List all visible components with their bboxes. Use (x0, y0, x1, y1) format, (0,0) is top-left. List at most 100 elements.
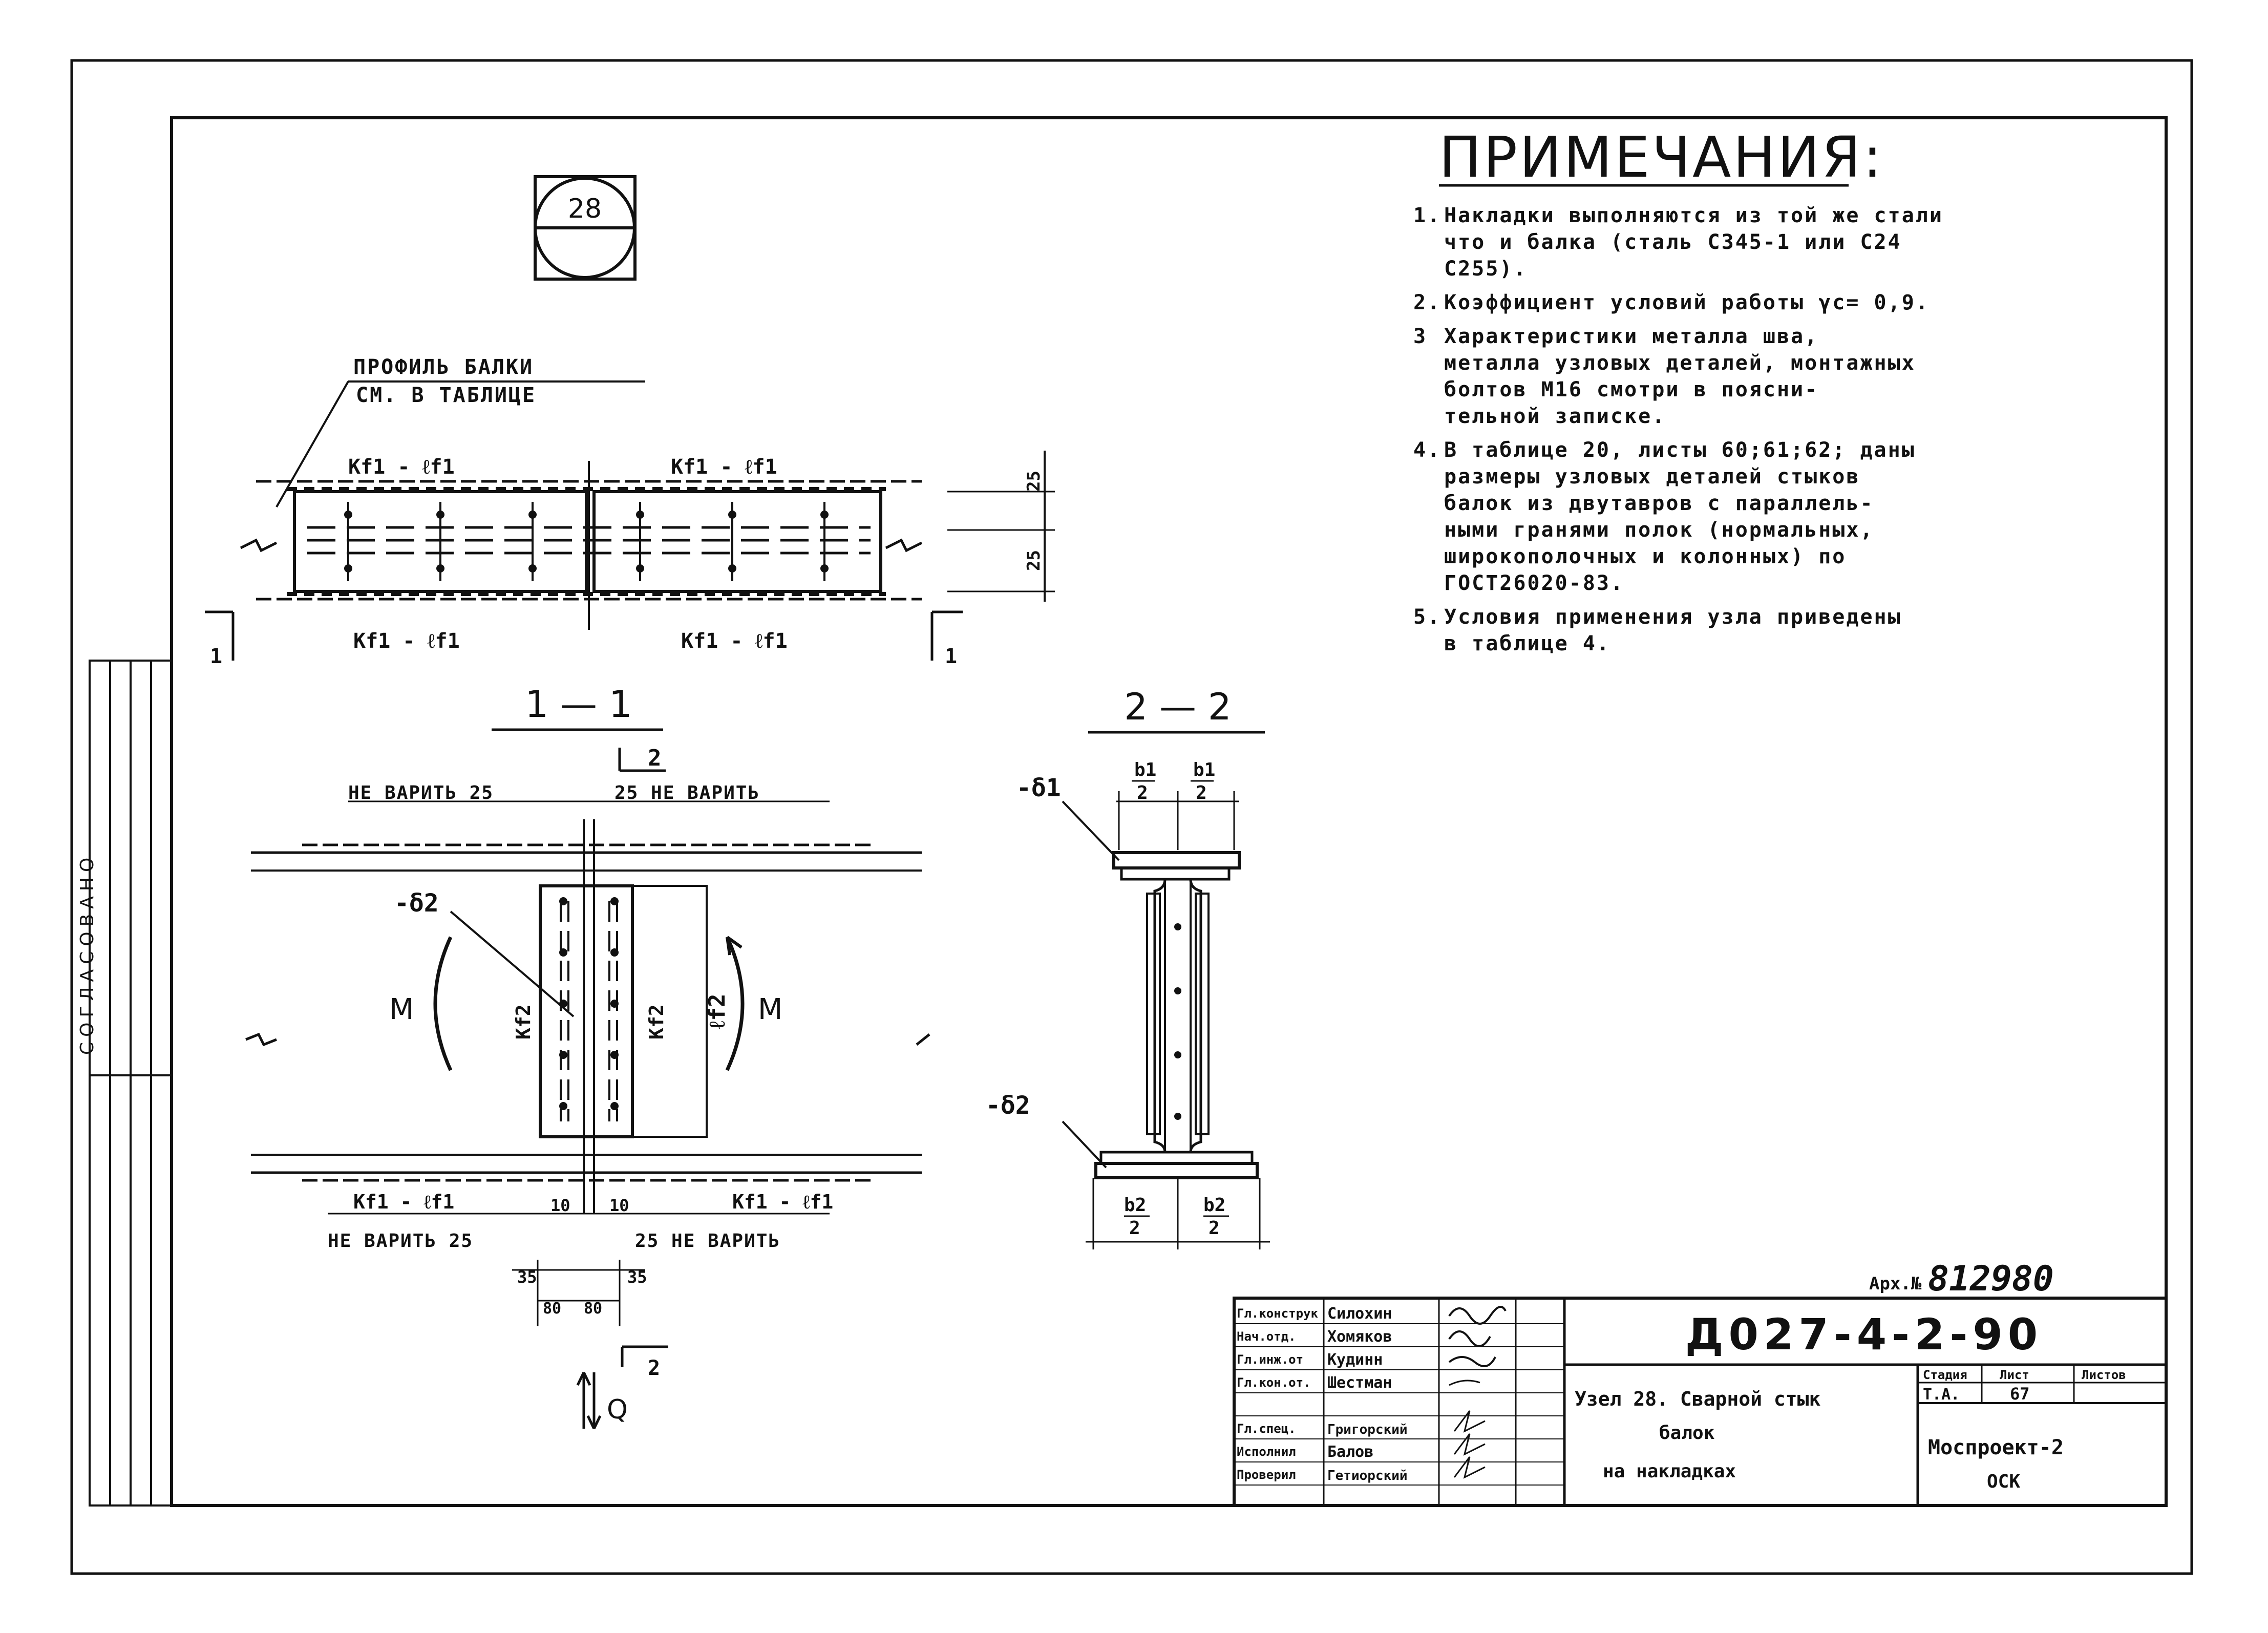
no-weld-left: НЕ ВАРИТЬ 25 (348, 782, 494, 803)
note-line: широкополочных и колонных) по (1444, 545, 1847, 568)
note-line: размеры узловых деталей стыков (1444, 465, 1860, 489)
archive-label: Арх.№ (1869, 1274, 1922, 1294)
dim-25-top: 25 (1024, 471, 1044, 492)
note-number: 4. (1413, 438, 1442, 462)
note-text: В таблице 20, листы 60;61;62; даны разме… (1444, 437, 1916, 597)
note-number: 3 (1413, 325, 1428, 348)
note-line: ГОСТ26020-83. (1444, 571, 1625, 595)
weld-bot-left-section: Kf1 - ℓf1 (353, 1191, 454, 1213)
note-line: тельной записке. (1444, 405, 1666, 428)
stage-value: Т.А. (1923, 1386, 1960, 1404)
role-7: Исполнил (1237, 1445, 1296, 1459)
b2-numerator-left: b2 (1124, 1195, 1146, 1216)
note-line: Накладки выполняются из той же стали (1444, 204, 1943, 227)
note-line: Условия применения узла приведены (1444, 605, 1902, 629)
weld-lf2: ℓf2 (704, 994, 730, 1029)
approval-label: СОГЛАСОВАНО (77, 853, 98, 1055)
name-8: Гетиорский (1327, 1468, 1408, 1483)
moment-right: M (758, 993, 782, 1026)
note-line: болтов М16 смотри в поясни- (1444, 378, 1819, 401)
note-line: В таблице 20, листы 60;61;62; даны (1444, 438, 1916, 462)
section-2-2-title: 2 — 2 (1124, 685, 1231, 728)
weld-top-left: Kf1 - ℓf1 (348, 455, 455, 479)
plate-label-d1: -δ1 (1016, 774, 1061, 802)
plan-view-bolts (344, 511, 829, 572)
weld-bot-left: Kf1 - ℓf1 (353, 629, 460, 653)
section-1-1-view (245, 748, 930, 1430)
stage-header: Стадия (1923, 1368, 1967, 1382)
role-1: Гл.конструк (1237, 1306, 1318, 1321)
section-mark-right: 1 (945, 645, 957, 668)
note-line: что и балка (сталь С345-1 или С24 (1444, 230, 1902, 254)
b1-denominator-right: 2 (1196, 782, 1207, 803)
role-6: Гл.спец. (1237, 1422, 1296, 1436)
plan-view (205, 380, 1055, 661)
name-4: Шестман (1327, 1374, 1392, 1392)
name-2: Хомяков (1327, 1328, 1392, 1346)
profile-label-1: ПРОФИЛЬ БАЛКИ (353, 355, 534, 379)
name-3: Кудинн (1327, 1351, 1383, 1369)
note-line: металла узловых деталей, монтажных (1444, 351, 1916, 375)
dim-35-left: 35 (517, 1267, 537, 1287)
note-number: 1. (1413, 204, 1442, 227)
plate-label-d2: -δ2 (394, 889, 439, 918)
weld-kf2-right: Kf2 (645, 1004, 668, 1040)
title-line-1: Узел 28. Сварной стык (1575, 1388, 1821, 1410)
note-text: Накладки выполняются из той же стали что… (1444, 202, 1943, 282)
node-number: 28 (568, 194, 602, 224)
note-number: 2. (1413, 291, 1442, 314)
note-line: Характеристики металла шва, (1444, 325, 1819, 348)
cut-mark-2-top: 2 (648, 745, 662, 771)
title-block (1233, 1297, 2168, 1507)
no-weld-left-bot: НЕ ВАРИТЬ 25 (328, 1231, 473, 1252)
name-6: Григорский (1327, 1422, 1408, 1437)
dim-80-left: 80 (543, 1300, 561, 1318)
b1-numerator-left: b1 (1134, 759, 1156, 780)
note-text: Характеристики металла шва, металла узло… (1444, 323, 1916, 430)
sheet-header: Лист (2000, 1368, 2029, 1382)
role-3: Гл.инж.от (1237, 1352, 1303, 1367)
weld-bot-right: Kf1 - ℓf1 (681, 629, 788, 653)
dim-80-right: 80 (584, 1300, 602, 1318)
role-4: Гл.кон.от. (1237, 1375, 1311, 1390)
dim-10-left: 10 (550, 1196, 570, 1215)
note-number: 5. (1413, 605, 1442, 629)
sheet-value: 67 (2010, 1384, 2030, 1404)
notes-list: 1. Накладки выполняются из той же стали … (1413, 202, 2151, 657)
title-line-2: балок (1659, 1423, 1715, 1444)
b2-denominator-left: 2 (1129, 1218, 1140, 1239)
b1-denominator-left: 2 (1137, 782, 1148, 803)
role-2: Нач.отд. (1237, 1329, 1296, 1344)
dim-35-right: 35 (627, 1267, 647, 1287)
node-symbol (534, 175, 637, 281)
note-text: Коэффициент условий работы γс= 0,9. (1444, 289, 1930, 316)
approval-strip (89, 660, 173, 1507)
note-item-5: 5. Условия применения узла приведены в т… (1413, 604, 2151, 657)
weld-bot-right-section: Kf1 - ℓf1 (732, 1191, 833, 1213)
note-item-2: 2. Коэффициент условий работы γс= 0,9. (1413, 289, 2151, 316)
section-1-1-bolts (559, 897, 619, 1110)
note-item-3: 3 Характеристики металла шва, металла уз… (1413, 323, 2151, 430)
b1-numerator-right: b1 (1193, 759, 1215, 780)
no-weld-right: 25 НЕ ВАРИТЬ (614, 782, 760, 803)
cut-mark-2-bottom: 2 (648, 1356, 660, 1380)
note-item-4: 4. В таблице 20, листы 60;61;62; даны ра… (1413, 437, 2151, 597)
note-line: С255). (1444, 257, 1528, 281)
title-block-roles: Гл.конструк Силохин Нач.отд. Хомяков Гл.… (1237, 1305, 1408, 1483)
profile-label-2: СМ. В ТАБЛИЦЕ (356, 384, 536, 407)
no-weld-right-bot: 25 НЕ ВАРИТЬ (635, 1231, 780, 1252)
b2-denominator-right: 2 (1209, 1218, 1220, 1239)
notes-title: ПРИМЕЧАНИЯ: (1439, 124, 1884, 190)
role-8: Проверил (1237, 1468, 1296, 1482)
weld-kf2-left: Kf2 (512, 1004, 535, 1040)
note-line: в таблице 4. (1444, 632, 1610, 655)
note-line: Коэффициент условий работы γс= 0,9. (1444, 291, 1930, 314)
doc-code: Д027-4-2-90 (1685, 1309, 2043, 1360)
note-line: ными гранями полок (нормальных, (1444, 518, 1874, 542)
section-2-2-view (1062, 780, 1270, 1249)
dim-25-bot: 25 (1024, 550, 1044, 571)
outer-frame (70, 59, 2193, 1575)
b2-numerator-right: b2 (1203, 1195, 1225, 1216)
plate-label-d2-section: -δ2 (986, 1091, 1030, 1120)
